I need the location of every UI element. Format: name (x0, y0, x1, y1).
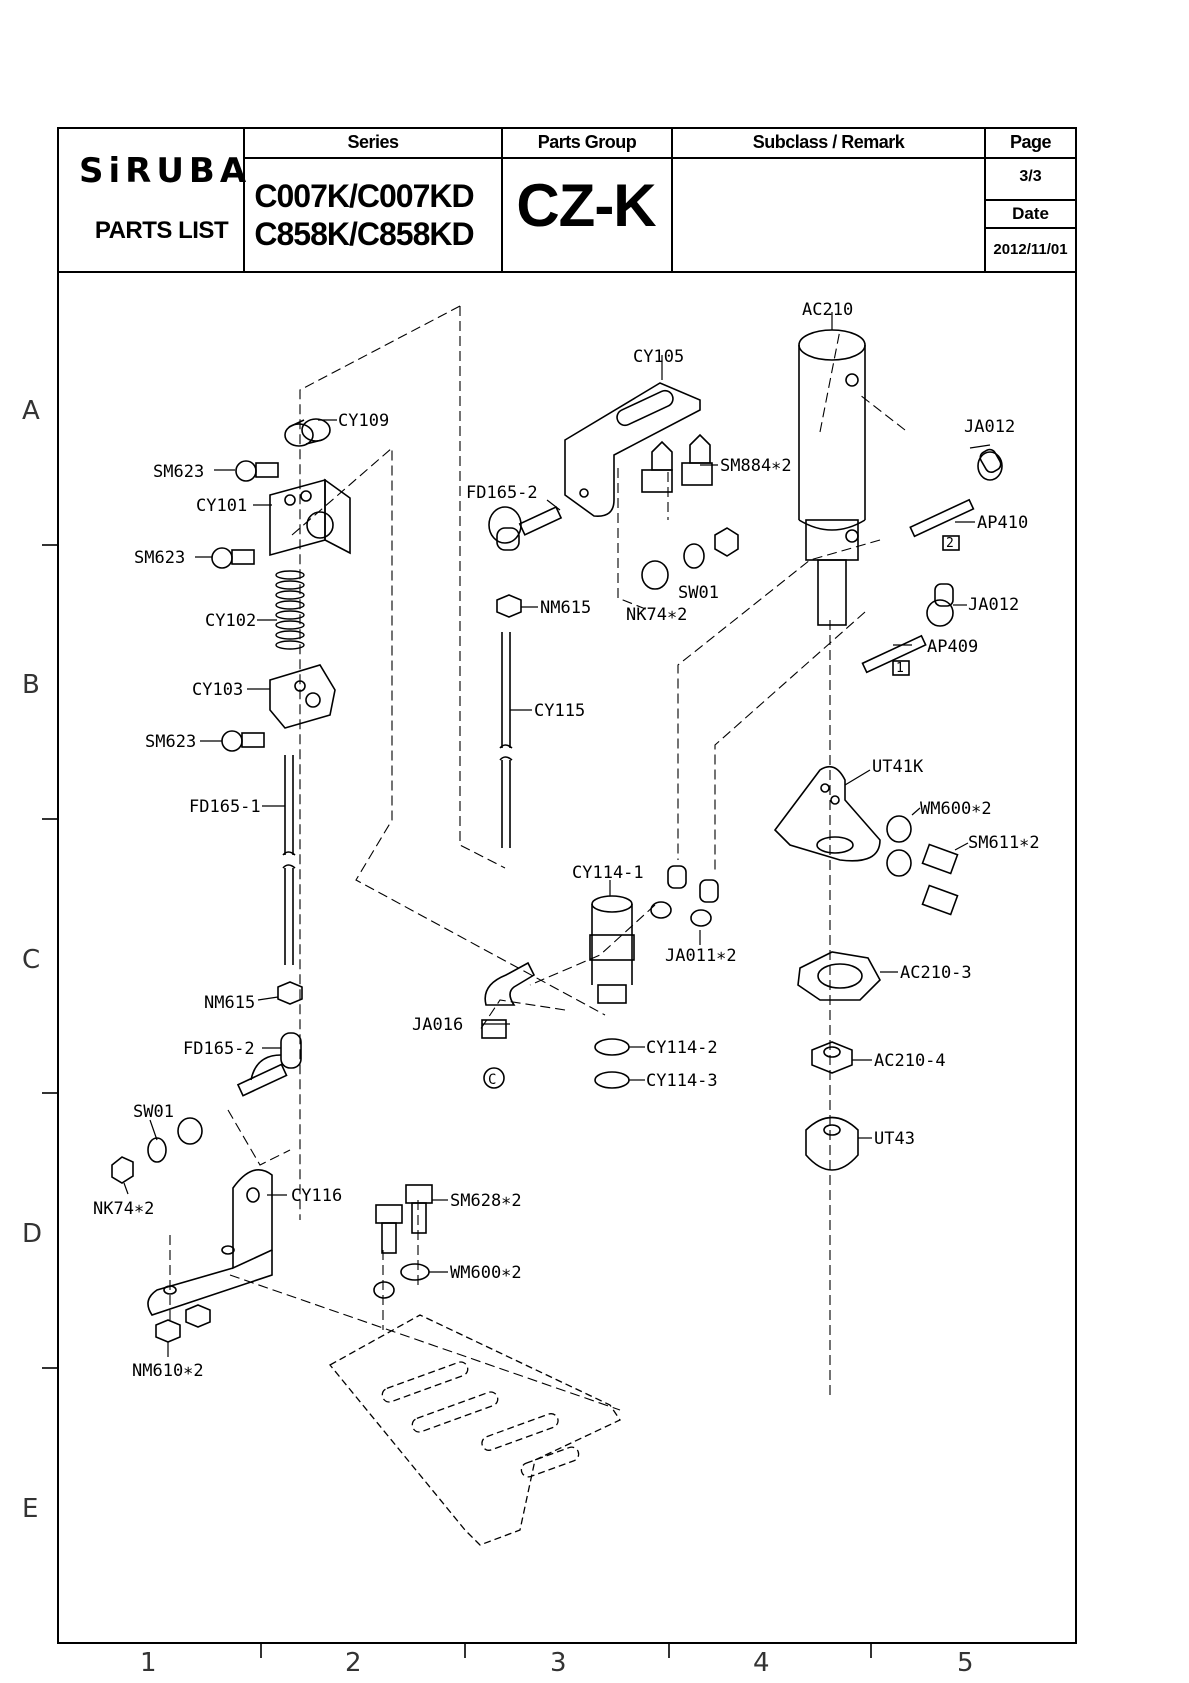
series-label: Series (347, 132, 399, 152)
title-block: SiRUBA PARTS LIST Series Parts Group Sub… (59, 129, 1075, 273)
label-ut43: UT43 (874, 1129, 915, 1149)
page-label: Page (1009, 132, 1052, 152)
label-cy105: CY105 (633, 347, 684, 367)
label-cy109: CY109 (338, 411, 389, 431)
label-ja012-b: JA012 (968, 595, 1019, 615)
row-marker-d: D (22, 1219, 43, 1249)
label-cy101: CY101 (196, 496, 247, 516)
date-value: 2012/11/01 (993, 241, 1068, 258)
parts-group-label: Parts Group (537, 132, 637, 152)
series-line-2: C858K/C858KD (254, 216, 474, 252)
label-ac210-4: AC210-4 (874, 1051, 946, 1071)
column-tick (668, 1644, 670, 1658)
page-value: 3/3 (1019, 168, 1042, 185)
label-cy103: CY103 (192, 680, 243, 700)
row-marker-e: E (22, 1494, 39, 1524)
label-sm611: SM611∗2 (968, 833, 1040, 853)
label-ut41k: UT41K (872, 757, 924, 777)
label-sw01-a: SW01 (133, 1102, 174, 1122)
row-tick (42, 1367, 57, 1369)
column-marker-2: 2 (345, 1648, 362, 1678)
label-sm884: SM884∗2 (720, 456, 792, 476)
parts-sheet-frame: SiRUBA PARTS LIST Series Parts Group Sub… (57, 127, 1077, 1644)
label-cy102: CY102 (205, 611, 256, 631)
label-ac210-3: AC210-3 (900, 963, 972, 983)
series-line-1: C007K/C007KD (254, 178, 474, 214)
column-tick (260, 1644, 262, 1658)
label-box1: 1 (896, 661, 904, 676)
date-label: Date (1012, 204, 1049, 223)
row-tick (42, 1092, 57, 1094)
label-cy114-1: CY114-1 (572, 863, 644, 883)
label-ap410: AP410 (977, 513, 1028, 533)
label-cy114-2: CY114-2 (646, 1038, 718, 1058)
label-ja011: JA011∗2 (665, 946, 737, 966)
column-marker-4: 4 (753, 1648, 770, 1678)
column-marker-1: 1 (140, 1648, 157, 1678)
label-sm623-a: SM623 (153, 462, 204, 482)
label-sm628: SM628∗2 (450, 1191, 522, 1211)
column-marker-5: 5 (957, 1648, 974, 1678)
label-c-marker: C (488, 1072, 496, 1088)
label-nk74-a: NK74∗2 (93, 1199, 154, 1219)
parts-list-title: PARTS LIST (94, 217, 229, 244)
label-sm623-b: SM623 (134, 548, 185, 568)
label-cy114-3: CY114-3 (646, 1071, 718, 1091)
label-cy116: CY116 (291, 1186, 342, 1206)
row-tick (42, 818, 57, 820)
label-wm600-a: WM600∗2 (450, 1263, 522, 1283)
column-tick (870, 1644, 872, 1658)
column-tick (464, 1644, 466, 1658)
label-cy115: CY115 (534, 701, 585, 721)
column-marker-3: 3 (550, 1648, 567, 1678)
label-fd165-1: FD165-1 (189, 797, 261, 817)
label-nm615-b: NM615 (540, 598, 591, 618)
label-sm623-c: SM623 (145, 732, 196, 752)
brand-logo: SiRUBA (79, 151, 252, 191)
label-fd165-2-a: FD165-2 (183, 1039, 255, 1059)
label-nm610: NM610∗2 (132, 1361, 204, 1381)
label-box2: 2 (946, 536, 954, 551)
label-nm615-a: NM615 (204, 993, 255, 1013)
label-ja016: JA016 (412, 1015, 463, 1035)
parts-group-value: CZ-K (516, 172, 656, 239)
label-ap409: AP409 (927, 637, 978, 657)
label-sw01-b: SW01 (678, 583, 719, 603)
label-nk74-b: NK74∗2 (626, 605, 687, 625)
label-ja012-a: JA012 (964, 417, 1015, 437)
row-marker-c: C (22, 945, 41, 975)
label-ac210: AC210 (802, 300, 853, 320)
label-wm600-b: WM600∗2 (920, 799, 992, 819)
row-tick (42, 544, 57, 546)
row-marker-a: A (22, 396, 40, 426)
series-value: C007K/C007KD C858K/C858KD (244, 177, 484, 253)
label-fd165-2-b: FD165-2 (466, 483, 538, 503)
row-marker-b: B (22, 670, 40, 700)
subclass-label: Subclass / Remark (752, 132, 905, 152)
